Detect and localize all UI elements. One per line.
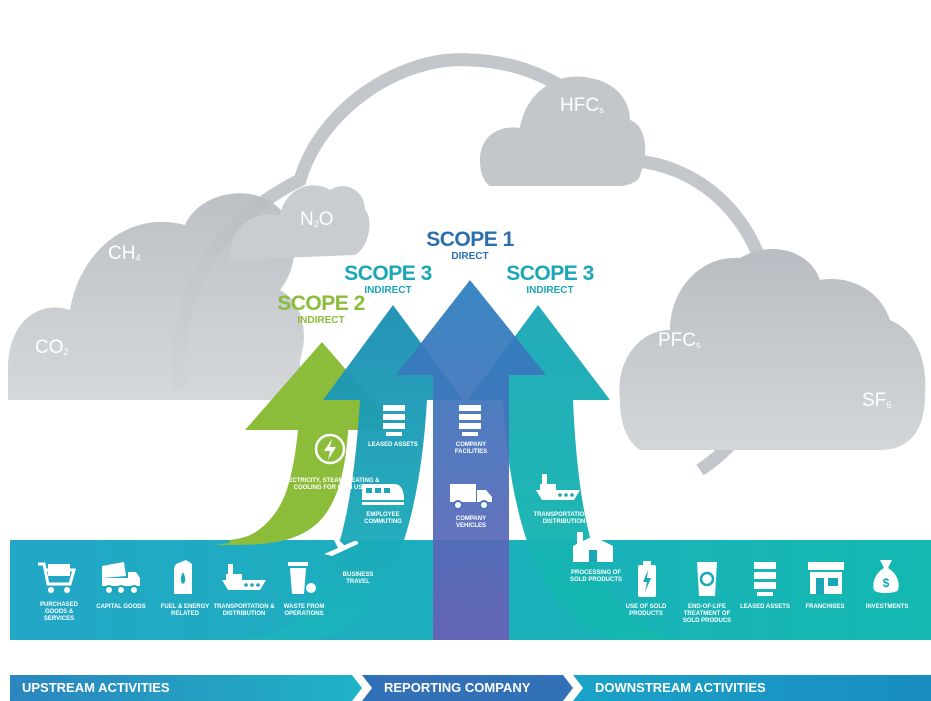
fuel-energy-label: FUEL & ENERGY RELATED	[160, 604, 210, 617]
waste-operations-label: WASTE FROM OPERATIONS	[283, 604, 325, 617]
company-vehicles-label: COMPANY VEHICLES	[455, 516, 487, 529]
svg-text:$: $	[883, 576, 890, 590]
footer-downstream-bar	[573, 675, 931, 701]
gas-sf6: SF6	[862, 390, 892, 411]
use-sold-products-label: USE OF SOLD PRODUCTS	[625, 604, 667, 617]
footer-reporting-bar	[362, 675, 573, 701]
employee-commuting-label: EMPLOYEE COMMUTING	[364, 512, 402, 525]
downstream-activities-label: DOWNSTREAM ACTIVITIES	[595, 680, 766, 695]
purchased-goods-label: PURCHASED GOODS & SERVICES	[39, 602, 78, 622]
cloud-right	[619, 249, 926, 450]
scope3-right-arrow	[468, 305, 700, 640]
end-of-life-label: END-OF-LIFE TREATMENT OF SOLD PRODUCS	[682, 604, 732, 624]
cloud-left	[8, 193, 304, 400]
gas-ch4: CH4	[108, 243, 141, 264]
gas-hfcs: HFCs	[560, 95, 604, 116]
investments-label: INVESTMENTS	[865, 604, 909, 610]
scope1-arrow	[396, 280, 546, 640]
footer-upstream-bar	[10, 675, 362, 701]
scope3-left-arrow	[230, 305, 463, 640]
cloud-n2o	[230, 185, 370, 260]
gas-co2: CO2	[35, 337, 69, 358]
capital-goods-label: CAPITAL GOODS	[96, 604, 146, 610]
upstream-activities-label: UPSTREAM ACTIVITIES	[22, 680, 170, 695]
upstream-transportation-label: TRANSPORTATION & DISTRIBUTION	[213, 604, 275, 617]
business-travel-label: BUSINESS TRAVEL	[342, 572, 374, 585]
cloud-hfcs	[480, 76, 646, 186]
downstream-leased-assets-label: LEASED ASSETS	[740, 604, 790, 610]
reporting-company-label: REPORTING COMPANY	[384, 680, 531, 695]
gas-n2o: N2O	[300, 209, 334, 230]
company-facilities-label: COMPANY FACILITIES	[454, 442, 488, 455]
downstream-transportation-label: TRANSPORTATION & DISTRIBUTION	[533, 512, 595, 525]
leased-assets-upstream-label: LEASED ASSETS	[368, 442, 418, 448]
gas-pfcs: PFCs	[658, 330, 701, 351]
scope2-item-label: ELECTRICITY, STEAM, HEATING & COOLING FO…	[280, 478, 380, 491]
processing-sold-products-label: PROCESSING OF SOLD PRODUCTS	[569, 570, 622, 583]
franchises-label: FRANCHISES	[805, 604, 845, 610]
